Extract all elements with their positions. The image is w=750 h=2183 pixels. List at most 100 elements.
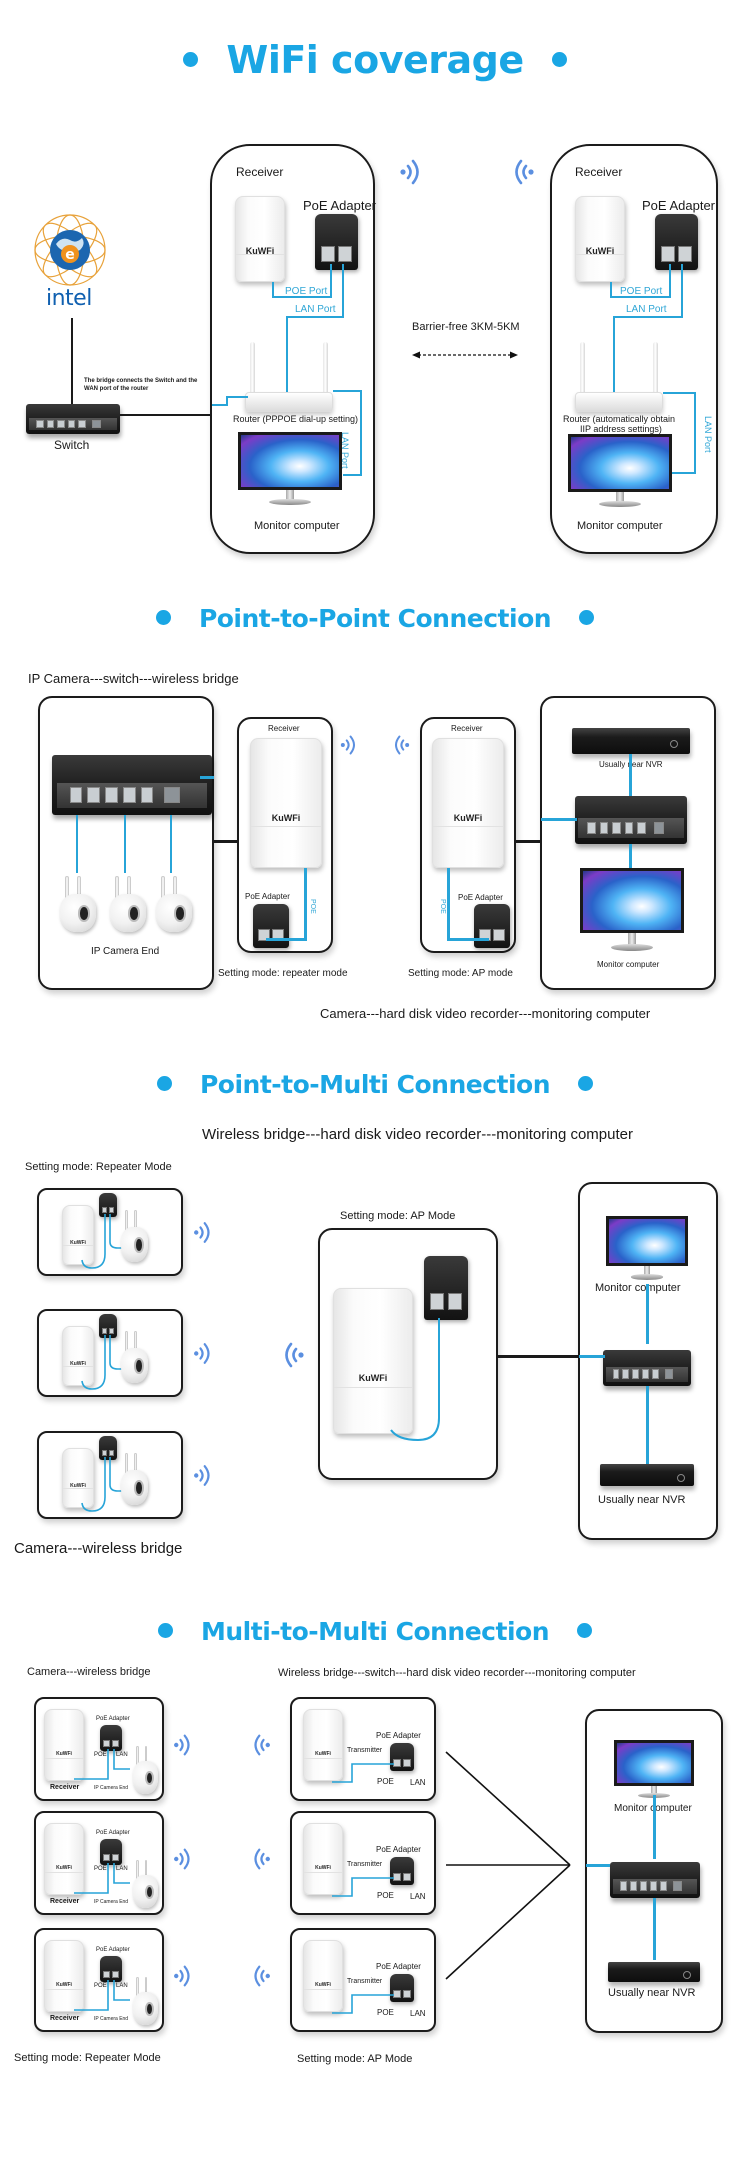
lan-label: LAN	[410, 1778, 426, 1787]
poe-adapter-device	[474, 904, 510, 948]
wifi-signal-out-icon	[172, 1962, 194, 1990]
poe-adapter-label: PoE Adapter	[458, 893, 503, 902]
lan-label: LAN	[116, 1983, 128, 1989]
monitor-computer-device	[614, 1740, 694, 1802]
wireless-bridge-device: KuWFi	[62, 1205, 94, 1265]
ptp-subtitle: IP Camera---switch---wireless bridge	[28, 671, 239, 686]
monitor-label: Monitor computer	[597, 960, 660, 969]
ptp-bottom-caption: Camera---hard disk video recorder---moni…	[320, 1006, 651, 1021]
nvr-device	[608, 1962, 700, 1982]
internet-switch-cable	[71, 318, 73, 412]
wifi-coverage-heading: WiFi coverage	[0, 38, 750, 82]
cable-pair	[80, 1457, 140, 1513]
poe-adapter-label: PoE Adapter	[376, 1845, 421, 1854]
poe-port-label: POE Port	[620, 286, 663, 297]
cable-segment	[613, 316, 683, 318]
poe-port-label: POE Port	[285, 286, 328, 297]
nvr-label: Usually near NVR	[598, 1494, 686, 1506]
poe-adapter-device	[315, 214, 358, 270]
mtm-right-mode: Setting mode: AP Mode	[297, 2053, 413, 2065]
wifi-signal-out-icon	[339, 733, 359, 757]
transmitter-label: Transmitter	[347, 1978, 383, 1985]
mtm-left-subtitle: Camera---wireless bridge	[27, 1666, 151, 1678]
ptm-subtitle: Wireless bridge---hard disk video record…	[202, 1126, 633, 1143]
switch-label: Switch	[54, 438, 90, 452]
point-to-point-heading: Point-to-Point Connection	[0, 604, 750, 633]
ip-camera-device	[130, 1977, 158, 2025]
nvr-label: Usually near NVR	[608, 1987, 696, 1999]
point-to-multi-heading: Point-to-Multi Connection	[0, 1070, 750, 1099]
receiver-label: Receiver	[268, 724, 300, 733]
cable-segment	[672, 472, 696, 474]
monitor-label: Monitor computer	[577, 520, 663, 532]
cable-segment	[663, 392, 695, 394]
poe-label: POE	[94, 1752, 107, 1758]
cable-segment	[694, 392, 696, 474]
cable-segment	[498, 1355, 578, 1358]
bullet-dot	[579, 609, 595, 625]
cable-segment	[579, 1355, 605, 1358]
cable-segment	[272, 296, 330, 298]
cable-segment	[330, 264, 332, 298]
wifi-signal-in-icon	[391, 733, 411, 757]
cable-pair	[80, 1335, 140, 1391]
bridge-note-line2: WAN port of the router	[84, 386, 149, 392]
cable-segment	[76, 815, 78, 873]
cable-segment	[586, 1864, 610, 1867]
poe-adapter-device	[253, 904, 289, 948]
poe-adapter-device	[390, 1743, 414, 1771]
svg-text:e: e	[65, 247, 75, 263]
poe-adapter-device	[100, 1956, 122, 1982]
cable-segment	[343, 474, 362, 476]
wireless-bridge-device: KuWFi	[44, 1709, 84, 1781]
wifi-signal-out-icon	[172, 1731, 194, 1759]
poe-adapter-label: PoE Adapter	[96, 1830, 130, 1836]
cable-segment	[212, 404, 226, 406]
wireless-bridge-device: KuWFi	[575, 196, 625, 282]
internet-globe-icon: e	[32, 212, 108, 288]
wireless-bridge-device: KuWFi	[303, 1940, 343, 2012]
ip-camera-end-label: IP Camera End	[91, 946, 160, 957]
ptp-right-mode: Setting mode: AP mode	[408, 968, 513, 979]
wireless-bridge-device: KuWFi	[250, 738, 322, 868]
network-switch	[52, 755, 212, 815]
ip-camera-end-label: IP Camera End	[94, 1899, 129, 1905]
poe-adapter-device	[99, 1436, 117, 1460]
monitor-computer-device	[580, 868, 684, 956]
poe-adapter-device	[655, 214, 698, 270]
wifi-signal-in-icon	[250, 1845, 272, 1873]
cable-segment	[610, 282, 612, 298]
wireless-bridge-device: KuWFi	[333, 1288, 413, 1434]
poe-adapter-device	[424, 1256, 468, 1320]
monitor-computer-device	[568, 434, 672, 512]
ptp-left-mode: Setting mode: repeater mode	[218, 968, 348, 979]
ip-camera-device	[130, 1860, 158, 1908]
cable-segment	[447, 938, 489, 941]
wifi-signal-out-icon	[192, 1340, 214, 1367]
monitor-label: Monitor computer	[595, 1282, 681, 1294]
poe-adapter-label: PoE Adapter	[303, 198, 376, 213]
wireless-bridge-device: KuWFi	[62, 1326, 94, 1386]
switch-router-cable	[120, 414, 212, 416]
cable-pair	[70, 1863, 140, 1897]
cable-segment	[516, 840, 541, 843]
cable-segment	[629, 754, 632, 798]
bullet-dot	[158, 1622, 173, 1638]
receiver-label: Receiver	[50, 1898, 80, 1905]
wifi-signal-out-icon	[192, 1219, 214, 1246]
ip-camera-end-label: IP Camera End	[94, 2016, 129, 2022]
lan-label: LAN	[410, 1892, 426, 1901]
poe-adapter-device	[390, 1857, 414, 1885]
router-label-line2: IIP address settings)	[580, 424, 662, 434]
ip-camera-end-label: IP Camera End	[94, 1785, 129, 1791]
cable-segment	[286, 316, 288, 402]
poe-adapter-label: PoE Adapter	[376, 1962, 421, 1971]
network-switch	[610, 1862, 700, 1898]
lan-port-vertical-label: LAN Port	[703, 416, 713, 453]
wifi-signal-in-icon	[250, 1731, 272, 1759]
lan-label: LAN	[410, 2009, 426, 2018]
poe-cable	[388, 1318, 444, 1448]
monitor-computer-device	[238, 432, 342, 510]
poe-wire-label: POE	[309, 899, 316, 914]
cable-segment	[266, 938, 307, 941]
